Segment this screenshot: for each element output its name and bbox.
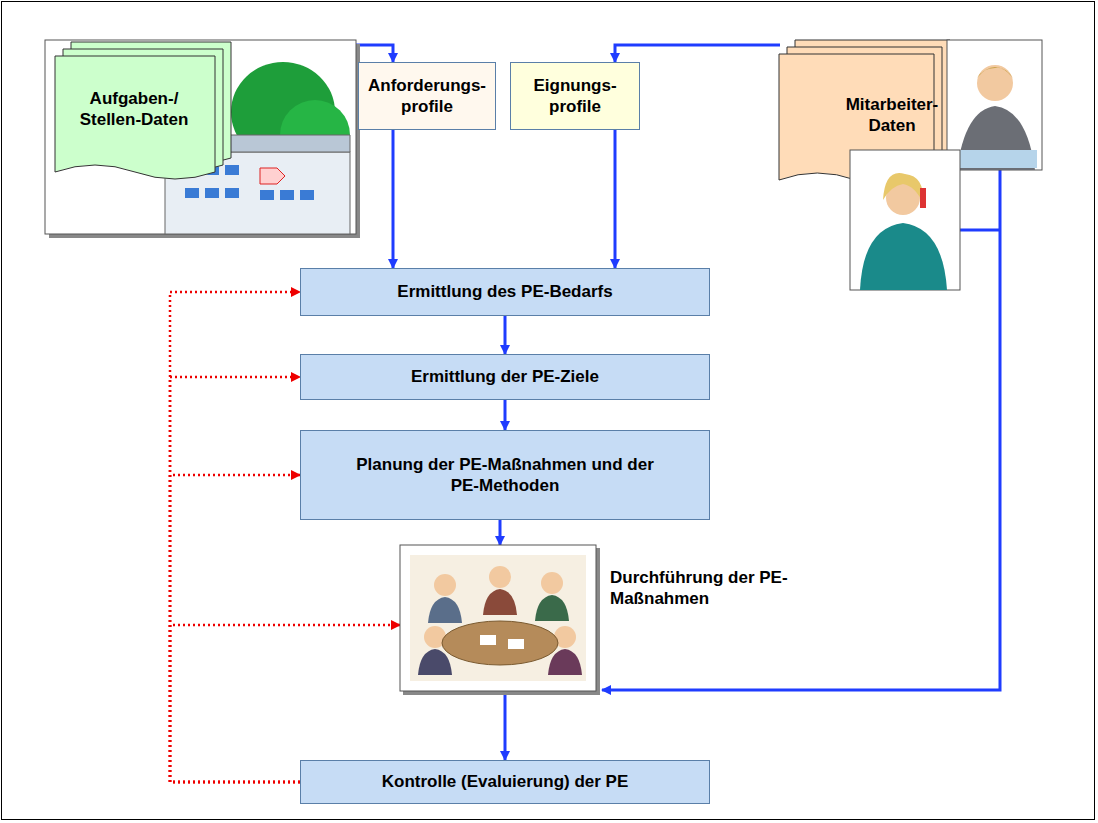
node-text: Eignungs- profile [521,75,629,118]
node-text: Ermittlung der PE-Ziele [411,366,599,387]
meeting-illustration [400,545,600,695]
employee-data-illustration [775,38,1045,293]
illustrated-node: Aufgaben-/ Stellen-Daten [45,40,360,238]
document-factory-illustration [45,40,360,238]
feedback-arrow [170,625,400,782]
process-box: Ermittlung des PE-Bedarfs [300,268,710,316]
node-text: Aufgaben-/ Stellen-Daten [59,88,209,131]
process-box: Ermittlung der PE-Ziele [300,354,710,400]
flow-arrow [392,130,395,268]
process-box: Anforderungs- profile [358,62,496,130]
feedback-arrow [170,292,300,782]
flow-arrow [614,130,617,268]
node-text: Planung der PE-Maßnahmen und der PE-Meth… [355,454,655,497]
node-text: Anforderungs- profile [368,75,486,118]
node-text: Durchführung der PE-Maßnahmen [610,567,800,610]
flow-arrow [499,520,502,545]
node-text: Mitarbeiter- Daten [837,94,947,137]
node-text: Kontrolle (Evaluierung) der PE [382,771,629,792]
process-box: Eignungs- profile [510,62,640,130]
illustrated-node: Mitarbeiter- Daten [775,38,1045,293]
flow-arrow [504,400,507,430]
flow-arrow [615,45,780,62]
process-box: Kontrolle (Evaluierung) der PE [300,760,710,804]
feedback-arrow [170,377,300,782]
illustrated-node: Durchführung der PE-Maßnahmen [400,545,600,695]
process-box: Planung der PE-Maßnahmen und der PE-Meth… [300,430,710,520]
flow-arrow [504,695,507,760]
flow-arrow [504,316,507,354]
feedback-arrow [170,475,300,782]
node-text: Ermittlung des PE-Bedarfs [397,281,612,302]
